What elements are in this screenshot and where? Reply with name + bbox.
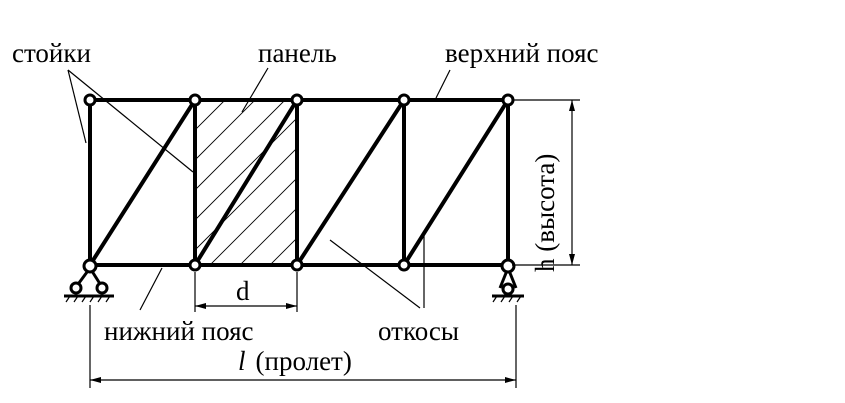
label-height: h (высота)	[530, 154, 560, 272]
label-panel-width: d	[236, 276, 250, 306]
left-support	[64, 258, 114, 303]
dimension-span	[89, 305, 517, 388]
joints	[83, 93, 515, 272]
label-posts: стойки	[12, 38, 91, 68]
leader-lines	[67, 67, 451, 311]
diagonal	[295, 98, 406, 267]
right-support	[492, 258, 524, 303]
label-panel: панель	[258, 38, 337, 68]
diagonal	[88, 98, 197, 267]
dimension-d	[194, 272, 298, 312]
label-span: l (пролет)	[238, 346, 352, 376]
label-top-chord: верхний пояс	[445, 38, 599, 68]
label-span-text: (пролет)	[256, 346, 352, 376]
label-span-symbol: l	[238, 346, 246, 376]
diagonal	[402, 98, 510, 267]
dimension-h	[512, 99, 580, 266]
label-diagonals: откосы	[378, 316, 459, 346]
diagonal	[193, 98, 299, 267]
label-bottom-chord: нижний пояс	[104, 316, 254, 346]
